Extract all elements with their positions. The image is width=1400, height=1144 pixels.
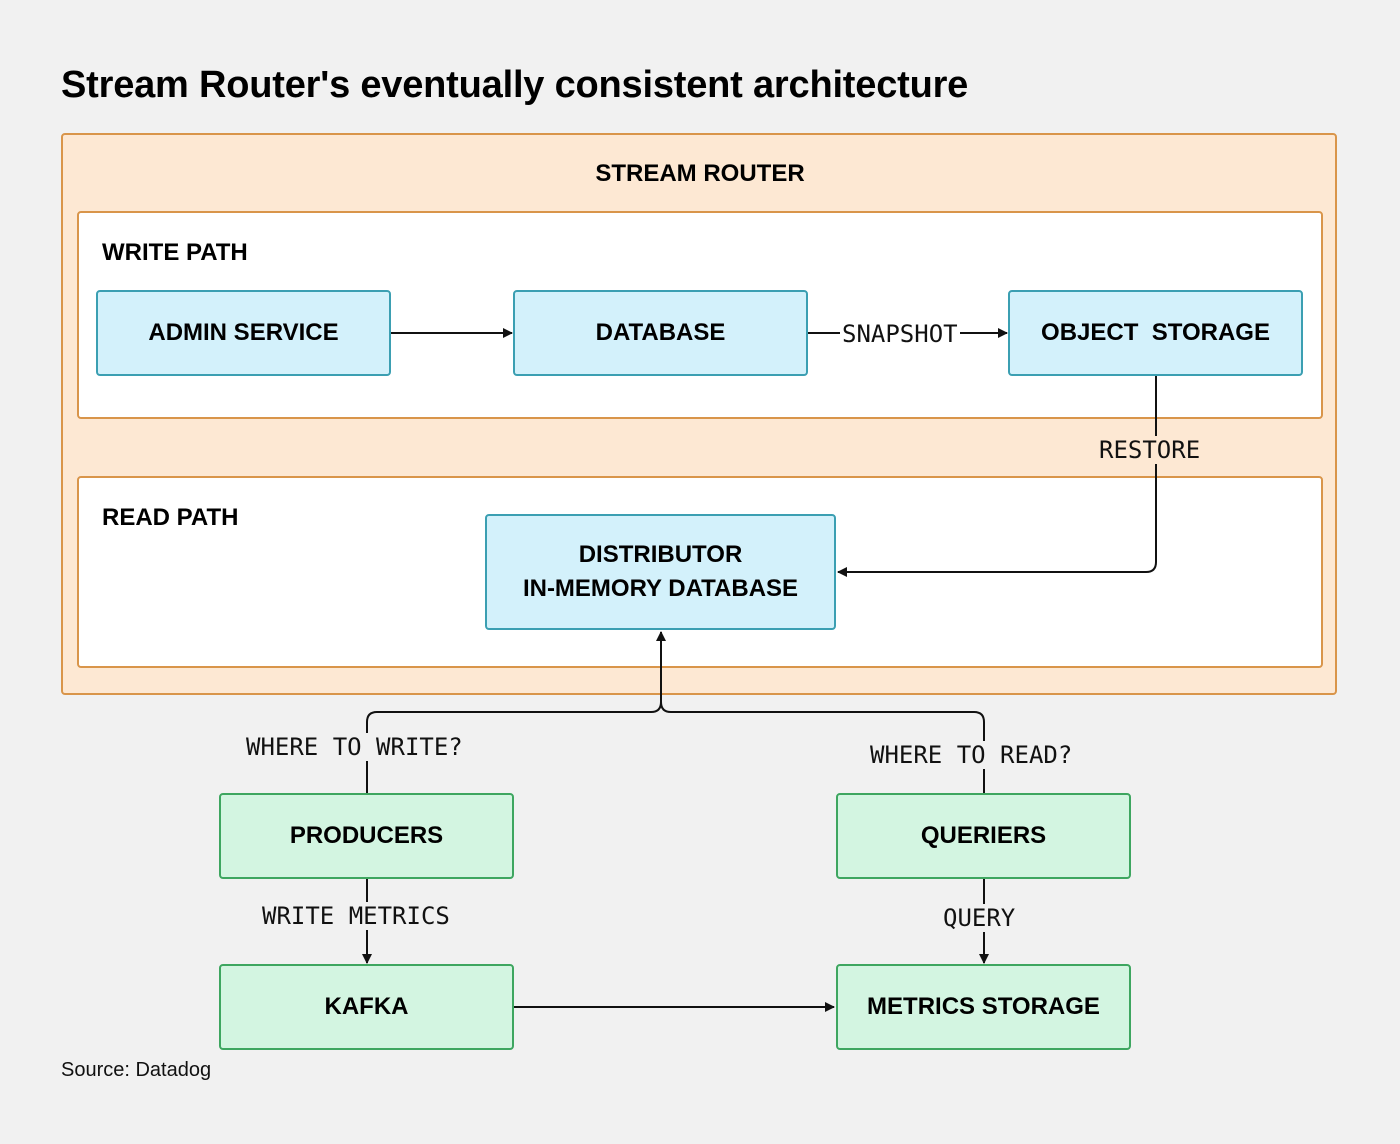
database-label: DATABASE <box>595 319 726 346</box>
object-storage-node: OBJECT STORAGE <box>1008 290 1303 376</box>
producers-node: PRODUCERS <box>219 793 514 879</box>
object-storage-label: OBJECT STORAGE <box>1041 319 1270 346</box>
distributor-label-line2: IN-MEMORY DATABASE <box>522 575 799 602</box>
queriers-label: QUERIERS <box>920 822 1047 849</box>
producers-label: PRODUCERS <box>289 822 444 849</box>
diagram-title: Stream Router's eventually consistent ar… <box>61 64 969 106</box>
edge-label-query: QUERY <box>941 904 1018 932</box>
edge-label-write-metrics: WRITE METRICS <box>260 902 452 930</box>
edge-producers-to-distributor <box>366 631 666 793</box>
metrics-storage-label: METRICS STORAGE <box>867 993 1100 1020</box>
read-path-label: READ PATH <box>102 504 239 531</box>
edge-label-snapshot: SNAPSHOT <box>840 320 960 348</box>
write-path-label: WRITE PATH <box>102 239 248 266</box>
admin-service-node: ADMIN SERVICE <box>96 290 391 376</box>
metrics-storage-node: METRICS STORAGE <box>836 964 1131 1050</box>
queriers-node: QUERIERS <box>836 793 1131 879</box>
edge-object-storage-to-distributor <box>837 375 1157 577</box>
kafka-label: KAFKA <box>324 993 409 1020</box>
kafka-node: KAFKA <box>219 964 514 1050</box>
edge-label-restore: RESTORE <box>1097 436 1203 464</box>
stream-router-label: STREAM ROUTER <box>595 160 805 187</box>
admin-service-label: ADMIN SERVICE <box>148 319 339 346</box>
source-note: Source: Datadog <box>61 1059 212 1081</box>
edge-queriers-to-distributor <box>660 701 985 793</box>
database-node: DATABASE <box>513 290 808 376</box>
distributor-label-line1: DISTRIBUTOR <box>578 541 743 568</box>
distributor-node: DISTRIBUTOR IN-MEMORY DATABASE <box>485 514 836 630</box>
edge-label-where-to-write: WHERE TO WRITE? <box>244 733 465 761</box>
edge-label-where-to-read: WHERE TO READ? <box>868 741 1075 769</box>
